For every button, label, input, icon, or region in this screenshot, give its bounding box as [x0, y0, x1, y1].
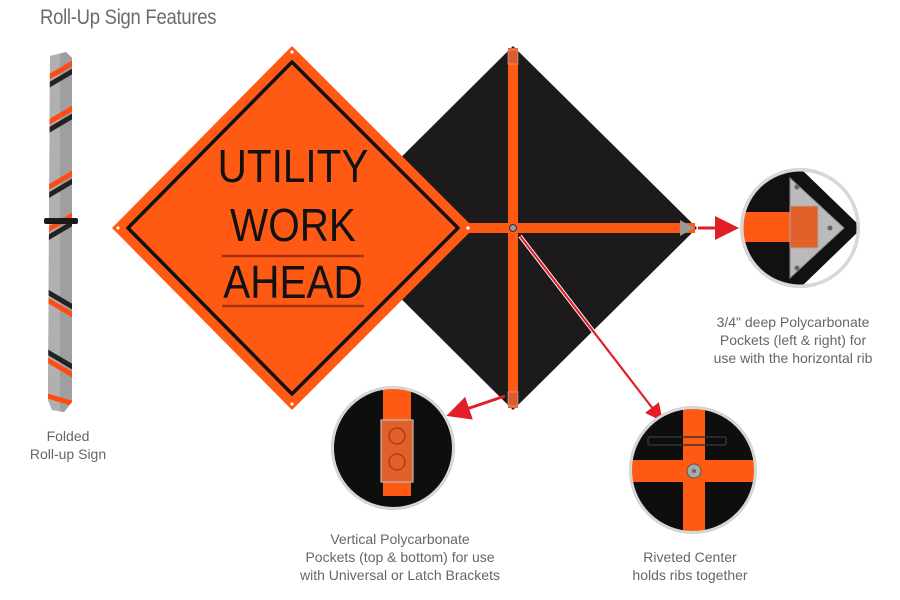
- caption-horizontal-3: use with the horizontal rib: [714, 350, 873, 366]
- sign-front: UTILITY WORK AHEAD: [112, 46, 474, 410]
- sign-line-1: UTILITY: [218, 142, 369, 193]
- detail-horizontal-pocket: [740, 168, 860, 288]
- caption-horizontal-1: 3/4" deep Polycarbonate: [717, 314, 870, 330]
- detail-vertical-pocket: [331, 386, 455, 510]
- detail-riveted-center: [629, 406, 757, 534]
- folded-sign-icon: [44, 52, 78, 412]
- caption-folded-2: Roll-up Sign: [30, 446, 106, 462]
- page-title: Roll-Up Sign Features: [40, 6, 217, 29]
- caption-vertical-1: Vertical Polycarbonate: [330, 531, 470, 547]
- caption-folded-1: Folded: [47, 428, 90, 444]
- sign-line-3: AHEAD: [223, 258, 362, 309]
- sign-line-2: WORK: [230, 201, 356, 252]
- arrow-icon: [446, 394, 506, 420]
- sign-back: [330, 46, 697, 410]
- arrow-icon: [519, 235, 663, 422]
- caption-riveted-2: holds ribs together: [632, 567, 748, 583]
- caption-vertical-2: Pockets (top & bottom) for use: [305, 549, 494, 565]
- caption-vertical-3: with Universal or Latch Brackets: [299, 567, 500, 583]
- caption-horizontal-2: Pockets (left & right) for: [720, 332, 867, 348]
- caption-riveted-1: Riveted Center: [643, 549, 737, 565]
